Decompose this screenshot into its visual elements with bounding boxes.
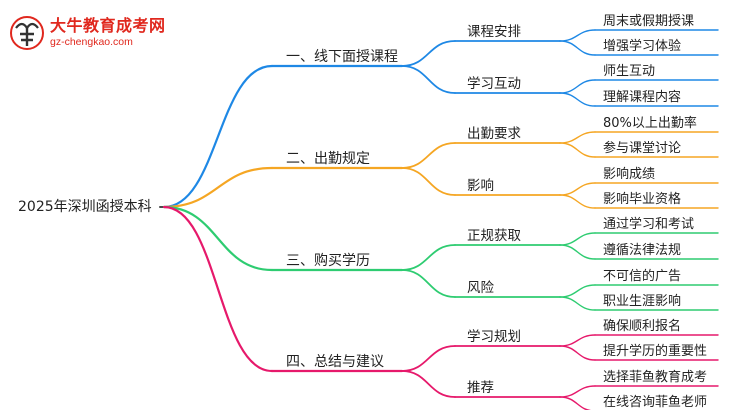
leaf-label: 影响成绩 <box>603 166 655 182</box>
leaf-label: 不可信的广告 <box>603 268 681 284</box>
leaf-label: 遵循法律法规 <box>603 242 681 258</box>
topic-to-leaf-link <box>559 345 596 361</box>
topic-label: 推荐 <box>467 380 494 396</box>
leaf-label: 通过学习和考试 <box>603 216 694 232</box>
branch-label: 四、总结与建议 <box>286 354 384 370</box>
branch-to-topic-link <box>401 40 456 67</box>
leaf-label: 理解课程内容 <box>603 89 681 105</box>
topic-to-leaf-link <box>559 396 593 410</box>
leaf-label: 职业生涯影响 <box>603 293 681 309</box>
leaf-label: 周末或假期授课 <box>603 14 694 29</box>
leaf-label: 在线咨询菲鱼老师 <box>603 394 707 410</box>
branch-label: 二、出勤规定 <box>286 151 370 167</box>
leaf-label: 选择菲鱼教育成考 <box>603 369 707 385</box>
leaf-label: 师生互动 <box>603 64 655 79</box>
topic-to-leaf-link <box>559 232 596 246</box>
topic-to-leaf-link <box>559 244 596 260</box>
topic-to-leaf-link <box>559 334 596 347</box>
root-to-branch-link <box>162 205 274 272</box>
topic-label: 课程安排 <box>467 24 521 40</box>
branch-to-topic-link <box>401 142 456 169</box>
root-to-branch-link <box>162 64 274 209</box>
topic-to-leaf-link <box>559 40 596 56</box>
root-to-branch-link <box>162 205 274 373</box>
topic-to-leaf-link <box>559 385 596 398</box>
branch-to-topic-link <box>401 370 456 398</box>
topic-to-leaf-link <box>559 142 596 158</box>
topic-to-leaf-link <box>559 92 596 107</box>
branch-to-topic-link <box>401 345 456 372</box>
topic-to-leaf-link <box>559 131 596 144</box>
topic-label: 风险 <box>467 280 494 296</box>
topic-to-leaf-link <box>559 296 596 311</box>
topic-to-leaf-link <box>559 182 596 196</box>
brand-url: gz-chengkao.com <box>50 36 133 48</box>
root-to-branch-link <box>162 166 274 209</box>
topic-label: 正规获取 <box>467 228 521 244</box>
topic-label: 出勤要求 <box>467 126 521 142</box>
topic-to-leaf-link <box>559 194 596 209</box>
brand-title: 大牛教育成考网 <box>50 16 166 35</box>
leaf-label: 影响毕业资格 <box>603 191 681 207</box>
topic-to-leaf-link <box>559 79 596 94</box>
branch-to-topic-link <box>401 244 456 271</box>
topic-label: 学习规划 <box>467 329 521 345</box>
topic-label: 学习互动 <box>467 76 521 92</box>
topic-label: 影响 <box>467 178 494 194</box>
brand-logo: 大牛教育成考网 gz-chengkao.com <box>8 8 178 56</box>
leaf-label: 提升学历的重要性 <box>603 343 707 359</box>
topic-to-leaf-link <box>559 29 596 42</box>
topic-to-leaf-link <box>559 284 596 298</box>
branch-label: 三、购买学历 <box>286 253 370 269</box>
leaf-label: 80%以上出勤率 <box>603 115 697 131</box>
leaf-label: 增强学习体验 <box>603 38 681 54</box>
leaf-label: 参与课堂讨论 <box>603 140 681 156</box>
leaf-label: 确保顺利报名 <box>603 318 681 334</box>
branch-to-topic-link <box>401 65 456 94</box>
bull-logo-icon <box>10 16 44 50</box>
branch-to-topic-link <box>401 269 456 298</box>
branch-to-topic-link <box>401 167 456 196</box>
branch-label: 一、线下面授课程 <box>286 49 398 65</box>
root-label: 2025年深圳函授本科 <box>18 199 152 215</box>
